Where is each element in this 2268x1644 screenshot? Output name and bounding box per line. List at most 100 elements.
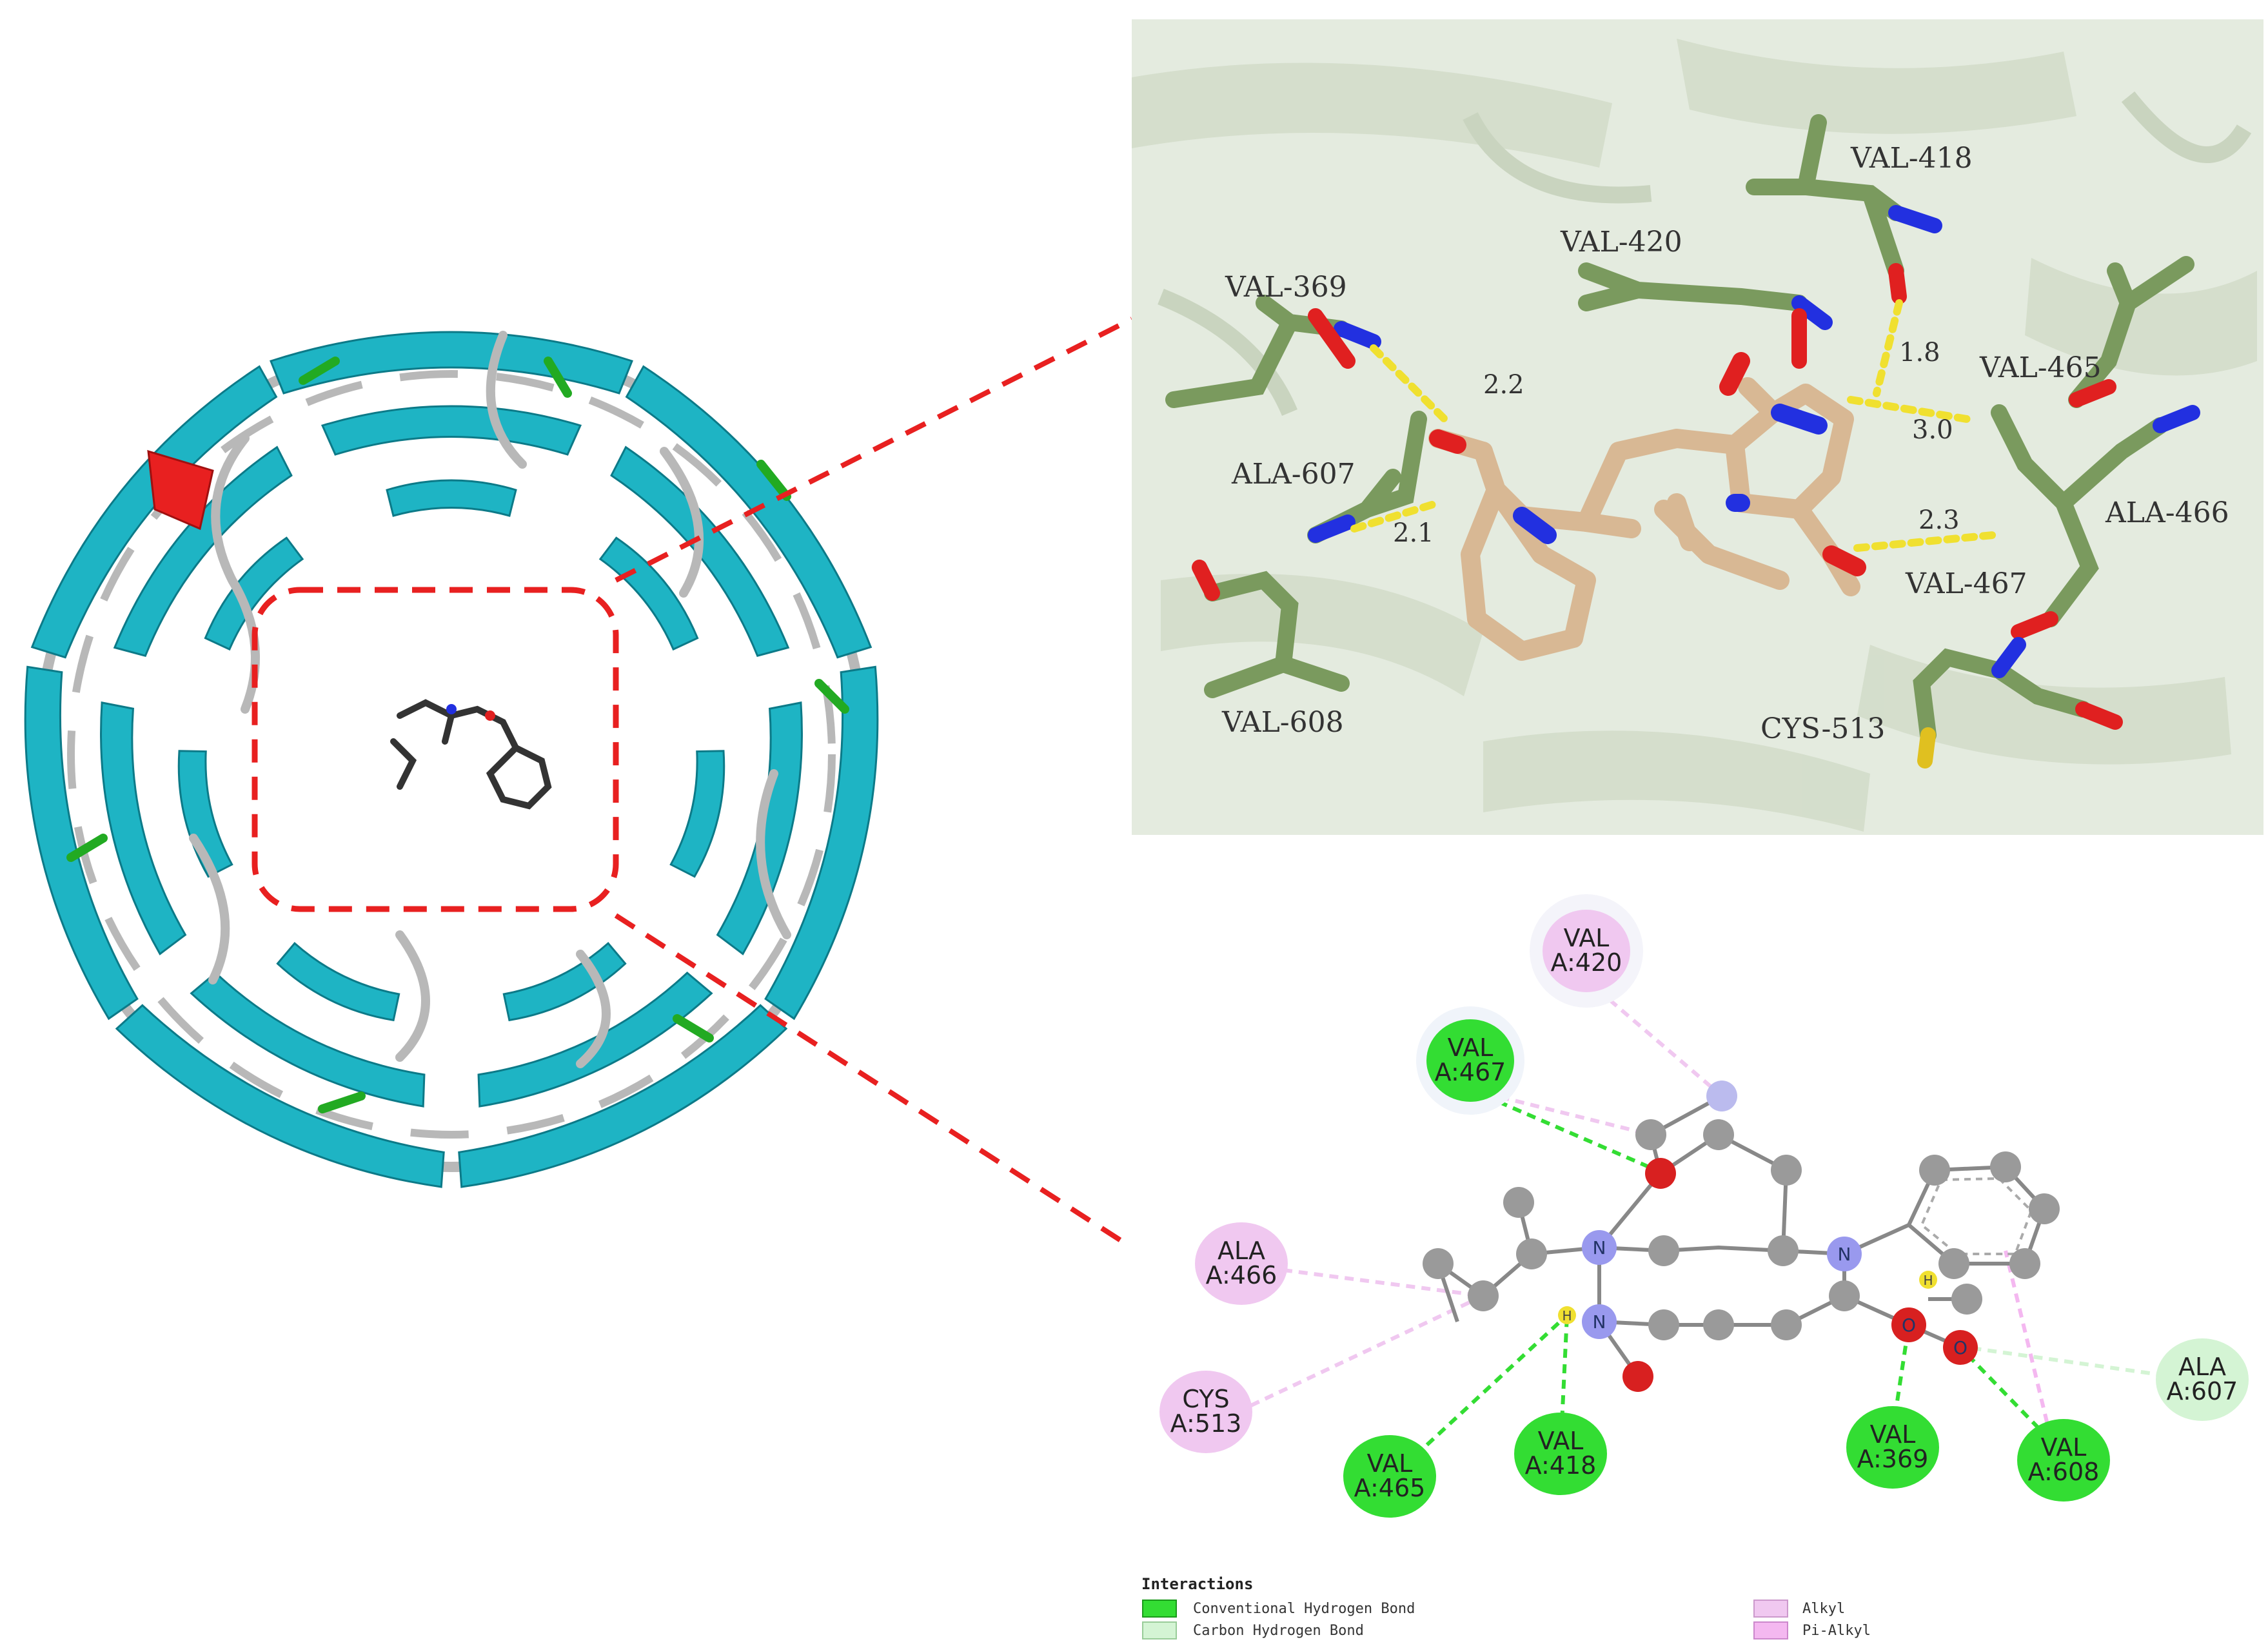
residue-disc-ala607: ALA A:607 [2156, 1338, 2249, 1421]
background-loops [1158, 91, 2252, 416]
label-cys513: CYS-513 [1760, 712, 1885, 745]
blade-6 [24, 665, 233, 1021]
coil-loops [189, 331, 791, 1068]
hbond-val467 [1853, 531, 1997, 552]
zoom-box [251, 587, 619, 912]
ligand-2d-atoms [1423, 1081, 2060, 1340]
residue-heteroatoms [1192, 205, 2200, 768]
ligand-o-atom [485, 710, 495, 721]
residue-disc-val608: VAL A:608 [2017, 1419, 2110, 1502]
label-ala607: ALA-607 [1231, 458, 1356, 491]
ligand-heteroatoms [1429, 352, 1866, 576]
interactions-legend: Interactions Conventional Hydrogen Bond … [1141, 1575, 1871, 1639]
svg-text:A:467: A:467 [1435, 1058, 1506, 1086]
label-val420: VAL-420 [1560, 226, 1682, 259]
o-atom-2 [1622, 1361, 1653, 1392]
line-ala466 [1283, 1268, 1484, 1298]
n-atom-2 [1827, 1237, 1862, 1271]
legend-label-pi-alkyl: Pi-Alkyl [1802, 1623, 1871, 1639]
distance-label-5: 2.3 [1918, 505, 1960, 535]
svg-text:VAL: VAL [1870, 1420, 1916, 1449]
h-atom-2 [1919, 1271, 1937, 1289]
svg-text:A:607: A:607 [2167, 1377, 2238, 1405]
ligand-ring-benzene [1461, 480, 1596, 661]
residue-sticks [1165, 114, 2194, 743]
svg-text:A:466: A:466 [1206, 1261, 1277, 1289]
binding-site-3d-view: VAL-418 VAL-420 VAL-369 VAL-465 ALA-607 … [1132, 19, 2263, 835]
svg-text:N: N [1838, 1244, 1851, 1265]
svg-text:A:418: A:418 [1525, 1451, 1597, 1480]
ligand-n-atom [446, 704, 457, 714]
zoom-line-top [615, 317, 1133, 583]
svg-text:A:369: A:369 [1857, 1445, 1929, 1473]
legend-title: Interactions [1141, 1575, 1253, 1593]
label-val608: VAL-608 [1221, 706, 1344, 739]
legend-label-conventional-hbond: Conventional Hydrogen Bond [1193, 1601, 1415, 1617]
nitrogen-atoms: N N N [1582, 1230, 1862, 1339]
hbond-val418 [1873, 299, 1903, 397]
interaction-2d-diagram: N N N O O H H VAL A:4 [1141, 894, 2249, 1639]
label-val418: VAL-418 [1850, 142, 1973, 175]
svg-text:A:465: A:465 [1354, 1474, 1426, 1502]
o-atom-3 [1891, 1307, 1926, 1342]
val420-sticks [1578, 262, 1808, 311]
label-val369: VAL-369 [1225, 271, 1347, 304]
residue-disc-ala466: ALA A:466 [1195, 1222, 1288, 1305]
legend-label-carbon-hbond: Carbon Hydrogen Bond [1193, 1623, 1364, 1639]
distance-label-3: 3.0 [1912, 415, 1953, 445]
hbond-val369 [1370, 344, 1448, 423]
distance-label-1: 1.8 [1899, 338, 1940, 367]
residue-disc-val467: VAL A:467 [1416, 1006, 1524, 1115]
hbond-dashes [1350, 299, 1997, 552]
svg-text:H: H [1562, 1308, 1572, 1324]
val465-sticks [2068, 256, 2194, 408]
svg-text:VAL: VAL [1448, 1033, 1494, 1062]
hbond-ala607 [1350, 499, 1442, 533]
residue-discs: VAL A:420 VAL A:467 ALA A:466 CYS A:513 [1159, 894, 2249, 1518]
svg-text:A:608: A:608 [2028, 1458, 2100, 1486]
hydrogen-atoms: H H [1558, 1271, 1937, 1324]
svg-text:VAL: VAL [2041, 1433, 2087, 1462]
aromatic-ring-dashes [1920, 1177, 2033, 1255]
blade-3 [669, 665, 879, 1021]
val418-sticks [1746, 114, 1904, 279]
line-cys513 [1250, 1294, 1484, 1407]
line-pi-alkyl [2004, 1250, 2053, 1438]
svg-text:ALA: ALA [2178, 1353, 2226, 1381]
val467-sticks [1991, 404, 2169, 627]
svg-text:O: O [1902, 1315, 1916, 1336]
svg-text:VAL: VAL [1564, 924, 1610, 952]
blade-1 [270, 331, 633, 517]
cys513-sticks [1913, 648, 2091, 743]
h-atom-1 [1558, 1306, 1576, 1324]
residue-disc-val465: VAL A:465 [1343, 1435, 1436, 1518]
svg-text:A:513: A:513 [1170, 1409, 1242, 1438]
turn-segments [66, 357, 849, 1113]
zoom-connectors [614, 317, 1134, 1250]
residue-disc-val420: VAL A:420 [1530, 894, 1643, 1008]
legend-swatch-alkyl [1753, 1600, 1788, 1618]
distance-label-4: 2.1 [1393, 518, 1434, 548]
blade-5 [115, 941, 445, 1188]
legend-swatch-carbon-hbond [1142, 1621, 1177, 1639]
residue-disc-val418: VAL A:418 [1514, 1413, 1607, 1495]
svg-text:N: N [1593, 1237, 1606, 1258]
svg-text:N: N [1593, 1311, 1606, 1333]
svg-text:ALA: ALA [1218, 1237, 1265, 1265]
legend-swatch-pi-alkyl [1753, 1621, 1788, 1639]
svg-text:VAL: VAL [1367, 1449, 1413, 1478]
residue-disc-cys513: CYS A:513 [1159, 1371, 1252, 1453]
svg-text:VAL: VAL [1538, 1427, 1584, 1455]
label-val467: VAL-467 [1905, 567, 2027, 600]
distance-label-2: 2.2 [1483, 370, 1524, 400]
n-atom-1 [1582, 1230, 1617, 1265]
svg-text:CYS: CYS [1182, 1385, 1229, 1413]
val608-sticks [1204, 571, 1350, 698]
interaction-lines [1250, 978, 2196, 1478]
svg-text:H: H [1923, 1273, 1933, 1288]
residue-disc-val369: VAL A:369 [1846, 1406, 1939, 1489]
zoom-line-bottom [614, 913, 1134, 1250]
label-val465: VAL-465 [1979, 351, 2102, 384]
legend-label-alkyl: Alkyl [1802, 1601, 1845, 1617]
highlighted-strand [147, 449, 214, 531]
